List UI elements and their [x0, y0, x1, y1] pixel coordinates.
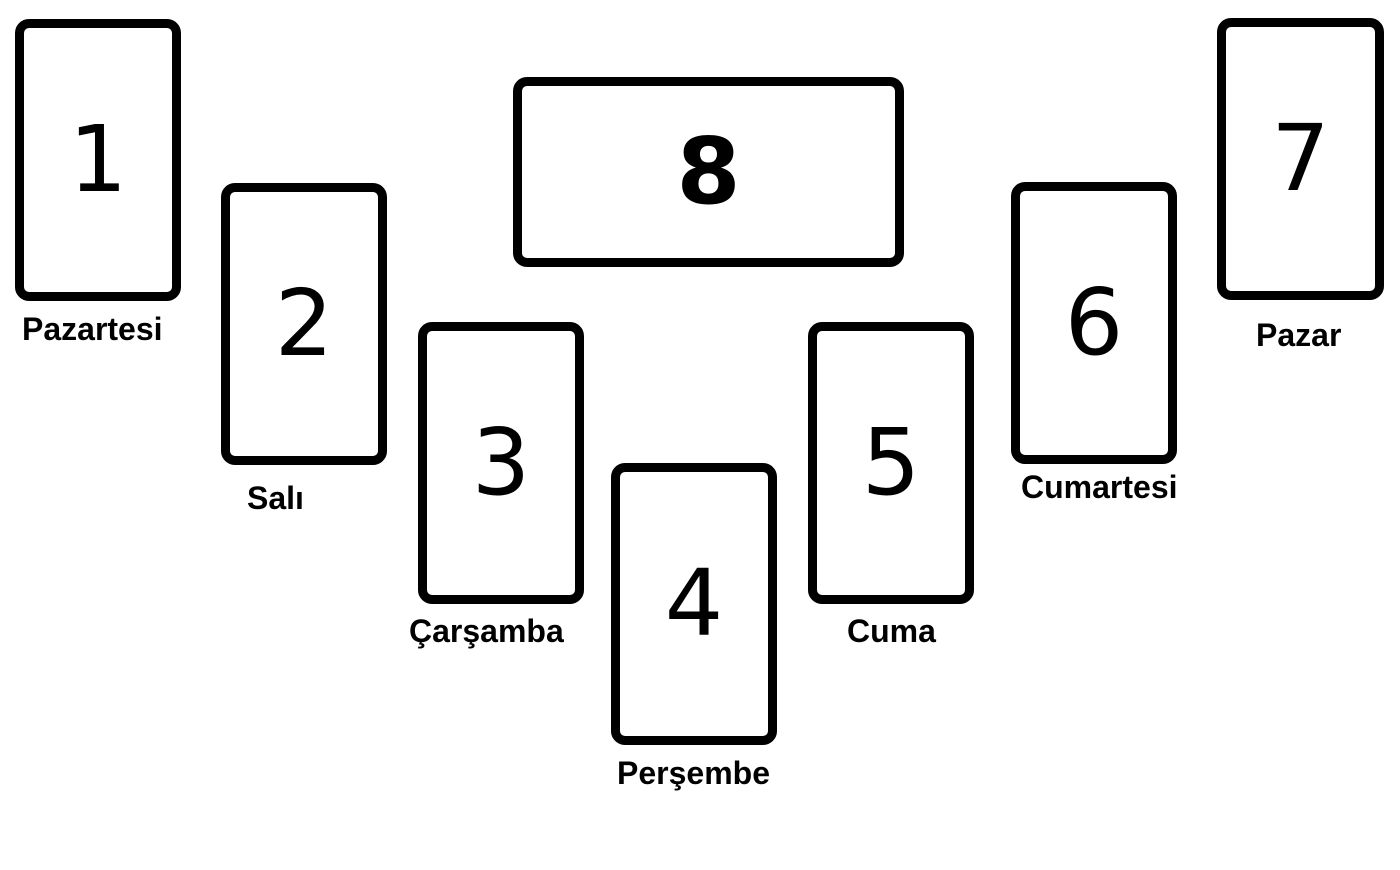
card-number-3: 3 [471, 409, 531, 516]
day-label-sali: Salı [247, 480, 304, 516]
day-label-pazartesi: Pazartesi [22, 311, 163, 347]
day-label-cumartesi: Cumartesi [1021, 469, 1178, 505]
card-number-5: 5 [861, 409, 921, 516]
day-label-cuma: Cuma [847, 613, 936, 649]
card-4: 4 [611, 463, 777, 745]
card-number-4: 4 [664, 550, 724, 657]
card-2: 2 [221, 183, 387, 465]
card-5: 5 [808, 322, 974, 604]
day-label-pazar: Pazar [1256, 317, 1342, 353]
day-label-persembe: Perşembe [617, 755, 770, 791]
card-1: 1 [15, 19, 181, 301]
card-number-8: 8 [676, 118, 741, 225]
card-number-6: 6 [1064, 269, 1124, 376]
card-7: 7 [1217, 18, 1384, 300]
card-8: 8 [513, 77, 904, 267]
card-number-2: 2 [274, 270, 334, 377]
day-label-carsamba: Çarşamba [409, 613, 564, 649]
card-3: 3 [418, 322, 584, 604]
card-number-1: 1 [68, 106, 128, 213]
card-number-7: 7 [1271, 105, 1330, 212]
card-6: 6 [1011, 182, 1177, 464]
